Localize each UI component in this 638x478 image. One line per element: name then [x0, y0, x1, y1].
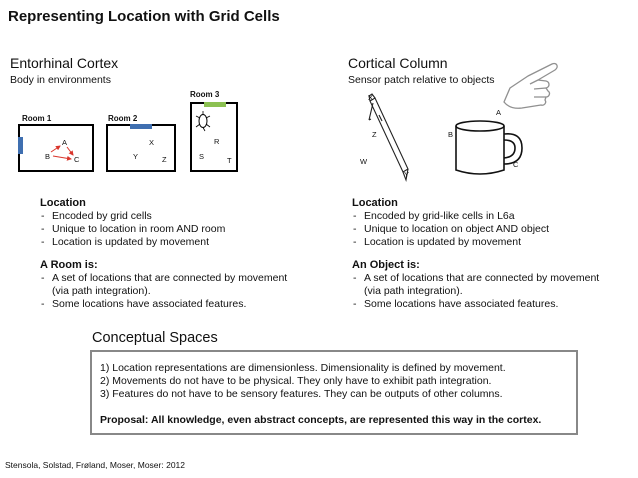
list-item: A set of locations that are connected by…	[40, 272, 290, 298]
cortical-subheading: Sensor patch relative to objects	[348, 74, 495, 86]
room-3-point-s: S	[199, 152, 205, 161]
conceptual-spaces-list: 1) Location representations are dimensio…	[100, 362, 576, 402]
pointing-finger-icon	[503, 62, 558, 109]
entorhinal-location-list: Encoded by grid cells Unique to location…	[40, 210, 290, 249]
room-1-point-b: B	[45, 152, 51, 161]
room-1-point-c: C	[74, 155, 80, 164]
room-2-point-y: Y	[133, 152, 139, 161]
mug-icon	[455, 120, 523, 175]
room-2-point-x: X	[149, 138, 155, 147]
slide-title: Representing Location with Grid Cells	[8, 8, 280, 25]
room-1-path-arrows	[50, 145, 74, 161]
entorhinal-location-heading: Location	[40, 197, 86, 209]
room-2-wall-feature	[130, 124, 152, 129]
room-definition-heading: A Room is:	[40, 259, 98, 271]
list-item: Location is updated by movement	[352, 236, 612, 249]
object-definition-list: A set of locations that are connected by…	[352, 272, 602, 311]
cortical-location-list: Encoded by grid-like cells in L6a Unique…	[352, 210, 612, 249]
room-2-point-z: Z	[162, 155, 167, 164]
conceptual-spaces-box: 1) Location representations are dimensio…	[90, 350, 578, 435]
pen-point-x: X	[368, 93, 374, 102]
list-item: 3) Features do not have to be sensory fe…	[100, 388, 503, 401]
conceptual-spaces-heading: Conceptual Spaces	[92, 330, 218, 346]
list-item: 2) Movements do not have to be physical.…	[100, 375, 492, 388]
room-3-label: Room 3	[190, 90, 220, 99]
list-item: A set of locations that are connected by…	[352, 272, 602, 298]
list-item: Unique to location on object AND object	[352, 223, 612, 236]
room-2: X Y Z	[106, 124, 176, 172]
object-definition-heading: An Object is:	[352, 259, 420, 271]
list-item: Location is updated by movement	[40, 236, 290, 249]
proposal-text: Proposal: All knowledge, even abstract c…	[100, 414, 542, 426]
room-3-point-t: T	[227, 156, 232, 165]
pen-point-z: Z	[372, 130, 377, 139]
list-item: Some locations have associated features.	[40, 298, 290, 311]
citation: Stensola, Solstad, Frøland, Moser, Moser…	[5, 460, 186, 470]
list-item: Encoded by grid cells	[40, 210, 290, 223]
mug-point-b: B	[448, 130, 454, 139]
rat-icon	[195, 111, 211, 132]
entorhinal-subheading: Body in environments	[10, 74, 111, 86]
pen-icon	[368, 93, 409, 183]
list-item: Encoded by grid-like cells in L6a	[352, 210, 612, 223]
room-3-point-r: R	[214, 137, 220, 146]
room-1-point-a: A	[62, 138, 68, 147]
pen-point-w: W	[360, 157, 368, 166]
cortical-location-heading: Location	[352, 197, 398, 209]
list-item: Some locations have associated features.	[352, 298, 602, 311]
room-1: A B C	[18, 124, 94, 172]
room-3: R S T	[190, 102, 238, 172]
pen-point-y: Y	[404, 170, 410, 179]
entorhinal-heading: Entorhinal Cortex	[10, 55, 119, 71]
room-3-wall-feature	[204, 102, 226, 107]
cortical-heading: Cortical Column	[348, 55, 448, 71]
mug-point-a: A	[496, 108, 502, 117]
list-item: Unique to location in room AND room	[40, 223, 290, 236]
room-2-label: Room 2	[108, 114, 138, 123]
room-1-label: Room 1	[22, 114, 52, 123]
list-item: 1) Location representations are dimensio…	[100, 362, 506, 374]
room-1-wall-feature	[18, 137, 23, 154]
room-definition-list: A set of locations that are connected by…	[40, 272, 290, 311]
mug-point-c: C	[513, 160, 519, 169]
